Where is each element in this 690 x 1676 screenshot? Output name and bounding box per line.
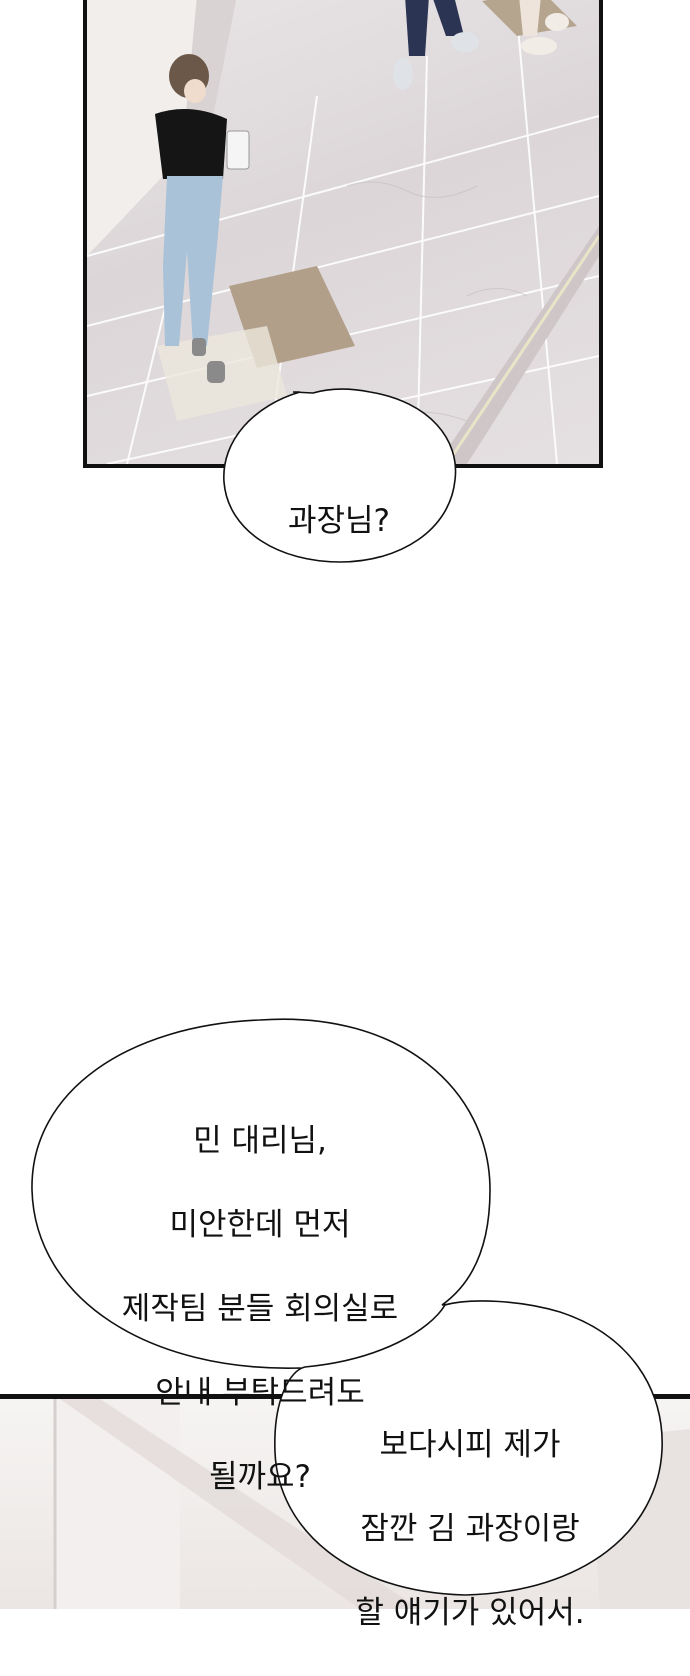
bubble-line: 민 대리님, [193,1123,327,1159]
bubble-line: 안내 부탁드려도 [155,1375,365,1411]
office-illustration [53,1399,690,1609]
bubble-line: 과장님? [287,503,390,539]
speech-bubble-bottom [274,1300,663,1596]
bubble-text-top: 과장님? [244,458,434,542]
bubble-text-bottom: 보다시피 제가 잠깐 김 과장이랑 할 얘기가 있어서. [300,1382,640,1676]
speech-bubbles [31,388,663,1596]
bubble-line: 미안한데 먼저 [169,1207,351,1243]
bubble-text-middle: 민 대리님, 미안한데 먼저 제작팀 분들 회의실로 안내 부탁드려도 될까요? [60,1078,460,1540]
background-legs [393,0,569,90]
bubble-line: 보다시피 제가 [379,1427,561,1463]
bubble-line: 잠깐 김 과장이랑 [360,1511,580,1547]
bubble-line: 될까요? [208,1459,311,1495]
woman-figure [155,54,250,383]
bubble-line: 제작팀 분들 회의실로 [121,1291,399,1327]
bubble-line: 할 얘기가 있어서. [355,1595,585,1631]
speech-bubble-top [223,388,457,563]
